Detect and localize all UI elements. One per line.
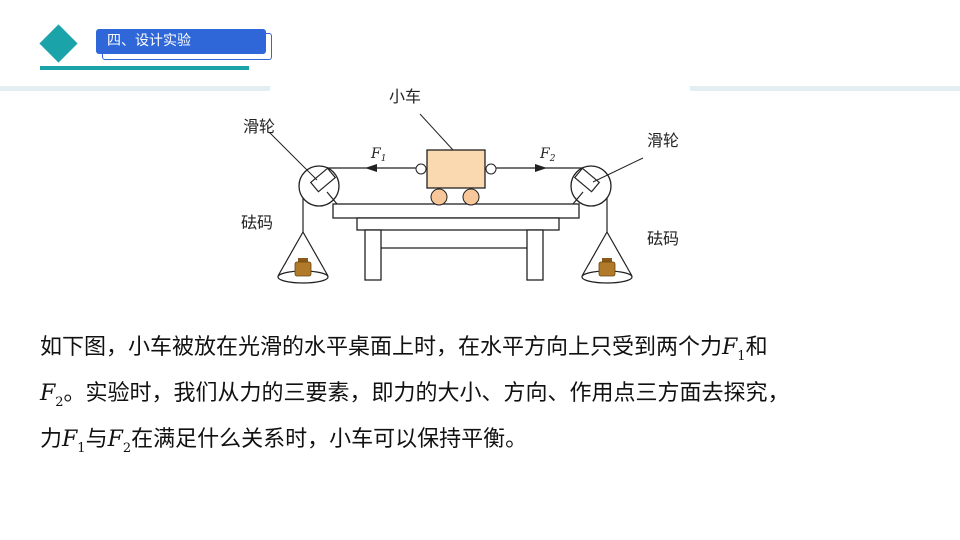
pulley-left-pointer <box>268 131 318 181</box>
paragraph-line3-end: 在满足什么关系时，小车可以保持平衡。 <box>131 427 528 452</box>
pulley-right-label: 滑轮 <box>647 131 679 150</box>
weight-left-label: 砝码 <box>241 213 273 232</box>
cart-pointer <box>419 113 454 151</box>
cart <box>415 149 497 206</box>
var-f2b-sub: 2 <box>122 441 132 456</box>
force-label-f2: F2 <box>539 146 556 164</box>
var-f2b: F <box>107 427 123 452</box>
paragraph-line2: 。实验时，我们从力的三要素，即力的大小、方向、作用点三方面去探究， <box>63 381 790 406</box>
var-f1-sub: 1 <box>737 349 746 364</box>
weight-pan-left <box>277 231 329 284</box>
weight-right <box>598 258 616 277</box>
var-f1: F <box>722 335 738 360</box>
pulley-right <box>570 165 612 207</box>
var-f2: F <box>40 381 56 406</box>
force-label-f1: F1 <box>370 146 386 164</box>
table <box>332 203 580 281</box>
weight-left <box>294 258 312 277</box>
description-paragraph: 如下图，小车被放在光滑的水平桌面上时，在水平方向上只受到两个力F1和 F2。实验… <box>40 326 940 464</box>
diamond-icon <box>39 24 78 63</box>
force-arrow-left <box>365 164 377 172</box>
header-underline <box>40 66 249 70</box>
paragraph-line3-mid: 与 <box>85 427 108 452</box>
pulley-left <box>298 165 340 207</box>
paragraph-line3-start: 力 <box>40 427 63 452</box>
section-title: 四、设计实验 <box>96 29 266 54</box>
force-arrow-right <box>535 164 547 172</box>
weight-pan-right <box>581 231 633 284</box>
cart-label: 小车 <box>389 87 421 106</box>
paragraph-line1-end: 和 <box>745 335 768 360</box>
weight-right-label: 砝码 <box>647 229 679 248</box>
var-f2-sub: 2 <box>55 395 64 410</box>
experiment-diagram: 小车 F1 F2 滑轮 滑轮 <box>225 80 715 290</box>
pulley-right-pointer <box>592 157 644 183</box>
divider-left <box>0 86 270 91</box>
pulley-left-label: 滑轮 <box>243 117 275 136</box>
var-f1b: F <box>62 427 78 452</box>
var-f1b-sub: 1 <box>77 441 86 456</box>
divider-right <box>690 86 960 91</box>
paragraph-line1: 如下图，小车被放在光滑的水平桌面上时，在水平方向上只受到两个力 <box>40 335 723 360</box>
